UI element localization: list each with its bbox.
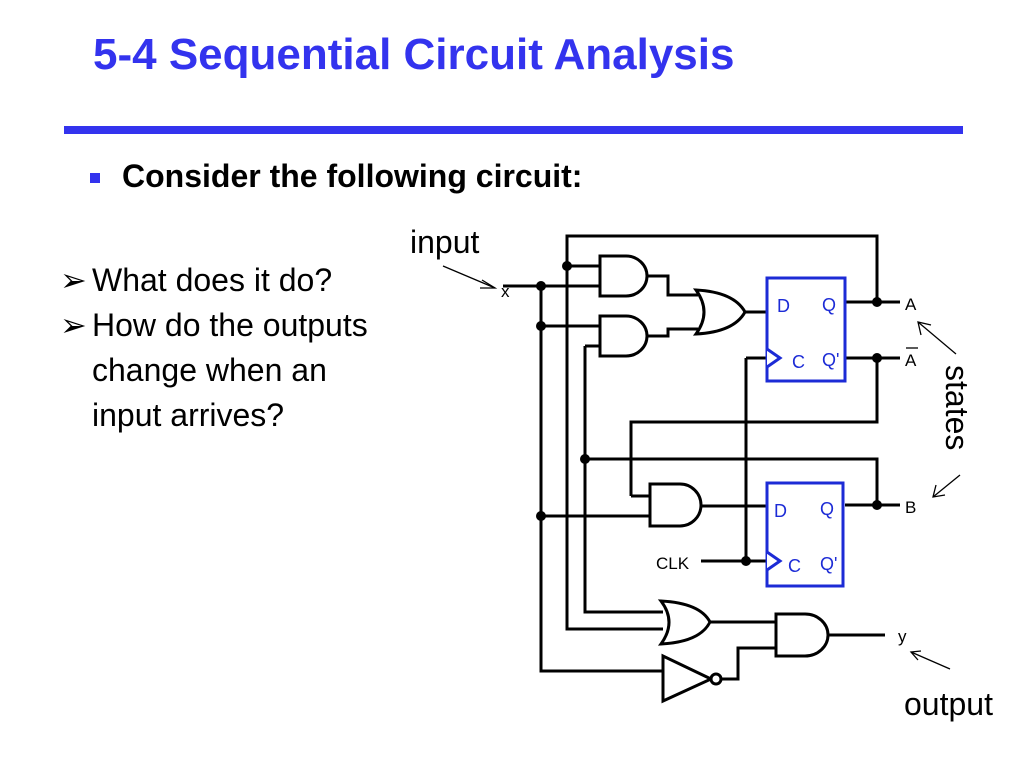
- or-gate-a: [692, 288, 747, 336]
- a-label: A: [905, 295, 917, 314]
- ff-a-q-label: Q: [822, 295, 836, 315]
- input-arrow-icon: [442, 265, 498, 289]
- and-gate-1: [598, 254, 649, 298]
- question-text: How do the outputs: [92, 307, 368, 343]
- and-gate-output: [774, 612, 830, 658]
- arrow-bullet-icon: ➢: [60, 262, 87, 298]
- and-gate-2: [598, 314, 649, 358]
- arrow-bullet-icon: ➢: [60, 307, 87, 343]
- ff-b-q-label: Q: [820, 499, 834, 519]
- input-annotation: input: [410, 224, 480, 260]
- question-continuation: change when an: [92, 352, 327, 388]
- ff-a-qn-label: Q': [822, 350, 839, 370]
- annotation-arrows: [442, 265, 961, 670]
- y-label: y: [898, 627, 907, 646]
- bullet-text: Consider the following circuit:: [122, 158, 583, 194]
- or-gate-output: [657, 599, 712, 646]
- x-label: x: [501, 282, 510, 301]
- ff-b-d-label: D: [774, 501, 787, 521]
- states-arrow-b-icon: [932, 474, 961, 498]
- flip-flop-a: D Q C Q': [765, 276, 847, 383]
- states-arrow-a-icon: [917, 321, 957, 355]
- and-gate-b: [648, 482, 703, 528]
- slide-title: 5-4 Sequential Circuit Analysis: [93, 30, 735, 79]
- states-annotation: states: [939, 365, 975, 450]
- output-annotation: output: [904, 686, 993, 722]
- ff-a-d-label: D: [777, 296, 790, 316]
- bullet-item: Consider the following circuit:: [90, 158, 582, 195]
- junction-dots: [536, 261, 882, 566]
- ff-b-qn-label: Q': [820, 554, 837, 574]
- circuit-wires: [503, 234, 900, 681]
- b-label: B: [905, 498, 916, 517]
- question-item: ➢ How do the outputs: [60, 303, 368, 348]
- a-bar-label: A: [905, 351, 917, 370]
- title-underline: [64, 126, 963, 134]
- not-gate: [661, 653, 723, 704]
- output-arrow-icon: [909, 650, 951, 670]
- clk-label: CLK: [656, 554, 690, 573]
- question-text: What does it do?: [92, 262, 333, 298]
- ff-b-c-label: C: [788, 556, 801, 576]
- question-item: ➢ What does it do?: [60, 258, 368, 303]
- flip-flop-b: D Q C Q': [765, 481, 845, 588]
- square-bullet-icon: [90, 172, 100, 183]
- ff-a-c-label: C: [792, 352, 805, 372]
- question-list: ➢ What does it do? ➢ How do the outputs …: [60, 258, 368, 438]
- question-continuation: input arrives?: [92, 397, 285, 433]
